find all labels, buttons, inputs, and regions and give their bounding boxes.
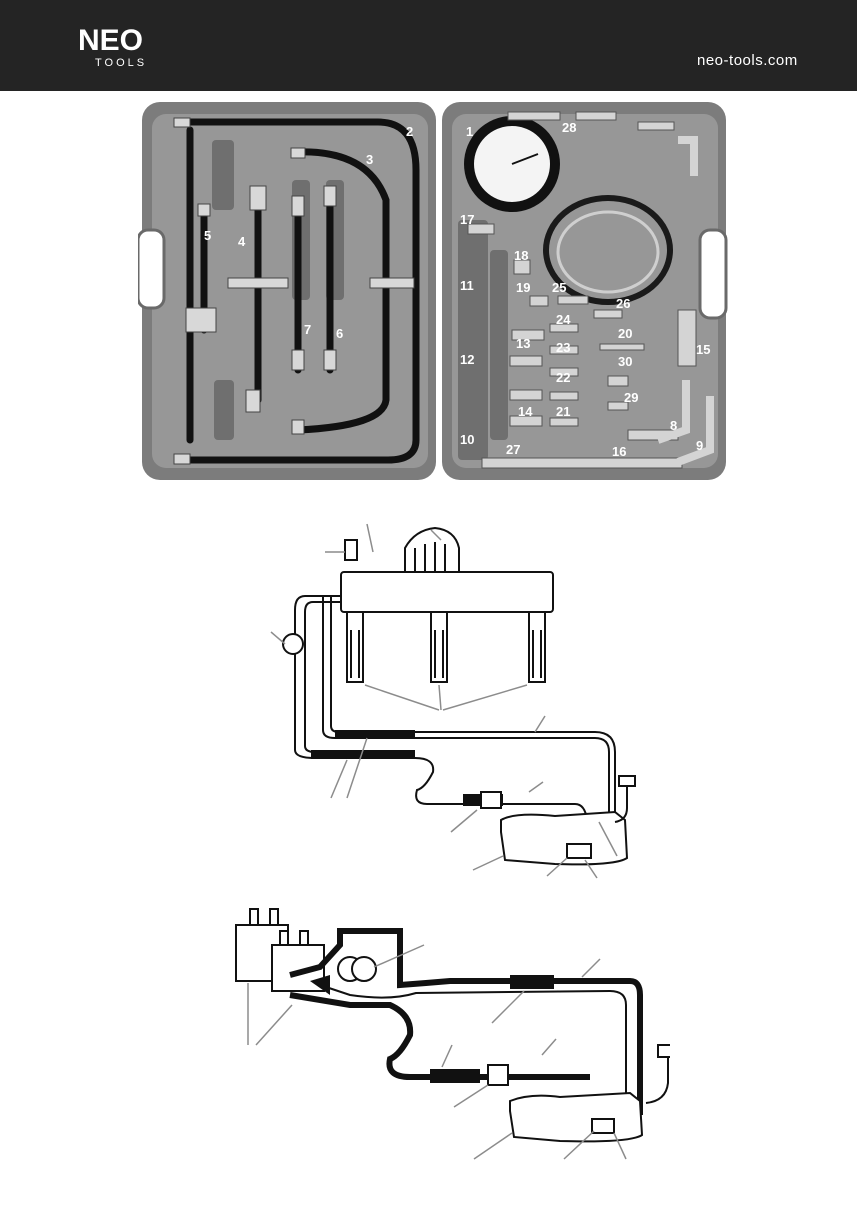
logo-sub-text: TOOLS (95, 57, 147, 68)
part-label-19: 19 (516, 280, 530, 295)
pressure-regulator-cap (405, 528, 459, 572)
logo-main-text: NEO (78, 24, 143, 57)
part-label-29: 29 (624, 390, 638, 405)
pressure-gauge-inline (283, 634, 303, 654)
part-label-2: 2 (406, 124, 413, 139)
part-label-1: 1 (466, 124, 473, 139)
test-valve (345, 540, 357, 560)
part-label-25: 25 (552, 280, 566, 295)
fuel-pump-2 (592, 1119, 614, 1133)
website-url[interactable]: neo-tools.com (697, 52, 798, 69)
injectors (347, 612, 545, 682)
hose-section-black-d (510, 975, 554, 989)
part-label-18: 18 (514, 248, 528, 263)
fuel-filter-2 (488, 1065, 508, 1085)
part-label-12: 12 (460, 352, 474, 367)
neo-tools-logo: NEO TOOLS (78, 24, 178, 68)
fuel-rail-connection-diagram (255, 520, 655, 880)
part-label-3: 3 (366, 152, 373, 167)
part-label-13: 13 (516, 336, 530, 351)
part-label-14: 14 (518, 404, 533, 419)
fuel-tank-2 (510, 1093, 642, 1141)
part-label-20: 20 (618, 326, 632, 341)
throttle-body-connection-diagram (230, 905, 670, 1165)
part-label-9: 9 (696, 438, 703, 453)
return-line-thick (290, 995, 590, 1077)
part-label-11: 11 (460, 278, 474, 293)
part-label-28: 28 (562, 120, 576, 135)
part-label-30: 30 (618, 354, 632, 369)
hose-section-black-e (430, 1069, 480, 1083)
part-label-23: 23 (556, 340, 570, 355)
hose-section-black-a (335, 730, 415, 739)
filler-cap-2 (658, 1045, 670, 1057)
fuel-pump (567, 844, 591, 858)
fuel-rail (341, 572, 553, 612)
part-label-6: 6 (336, 326, 343, 341)
header-bar: NEO TOOLS neo-tools.com (0, 0, 857, 91)
part-label-16: 16 (612, 444, 626, 459)
part-label-21: 21 (556, 404, 570, 419)
tank-filler-neck-2 (646, 1055, 668, 1103)
part-label-22: 22 (556, 370, 570, 385)
part-label-4: 4 (238, 234, 246, 249)
case-left-handle (138, 230, 164, 308)
case-right-handle (700, 230, 726, 318)
part-label-8: 8 (670, 418, 677, 433)
part-label-7: 7 (304, 322, 311, 337)
part-label-17: 17 (460, 212, 474, 227)
kit-case-photo: 1 2 3 4 5 6 7 8 9 10 11 12 13 14 15 16 1… (138, 100, 728, 482)
part-label-5: 5 (204, 228, 211, 243)
part-label-26: 26 (616, 296, 630, 311)
part-label-24: 24 (556, 312, 571, 327)
part-label-27: 27 (506, 442, 520, 457)
part-label-15: 15 (696, 342, 710, 357)
fuel-filter (481, 792, 501, 808)
part-label-10: 10 (460, 432, 474, 447)
filler-cap (619, 776, 635, 786)
